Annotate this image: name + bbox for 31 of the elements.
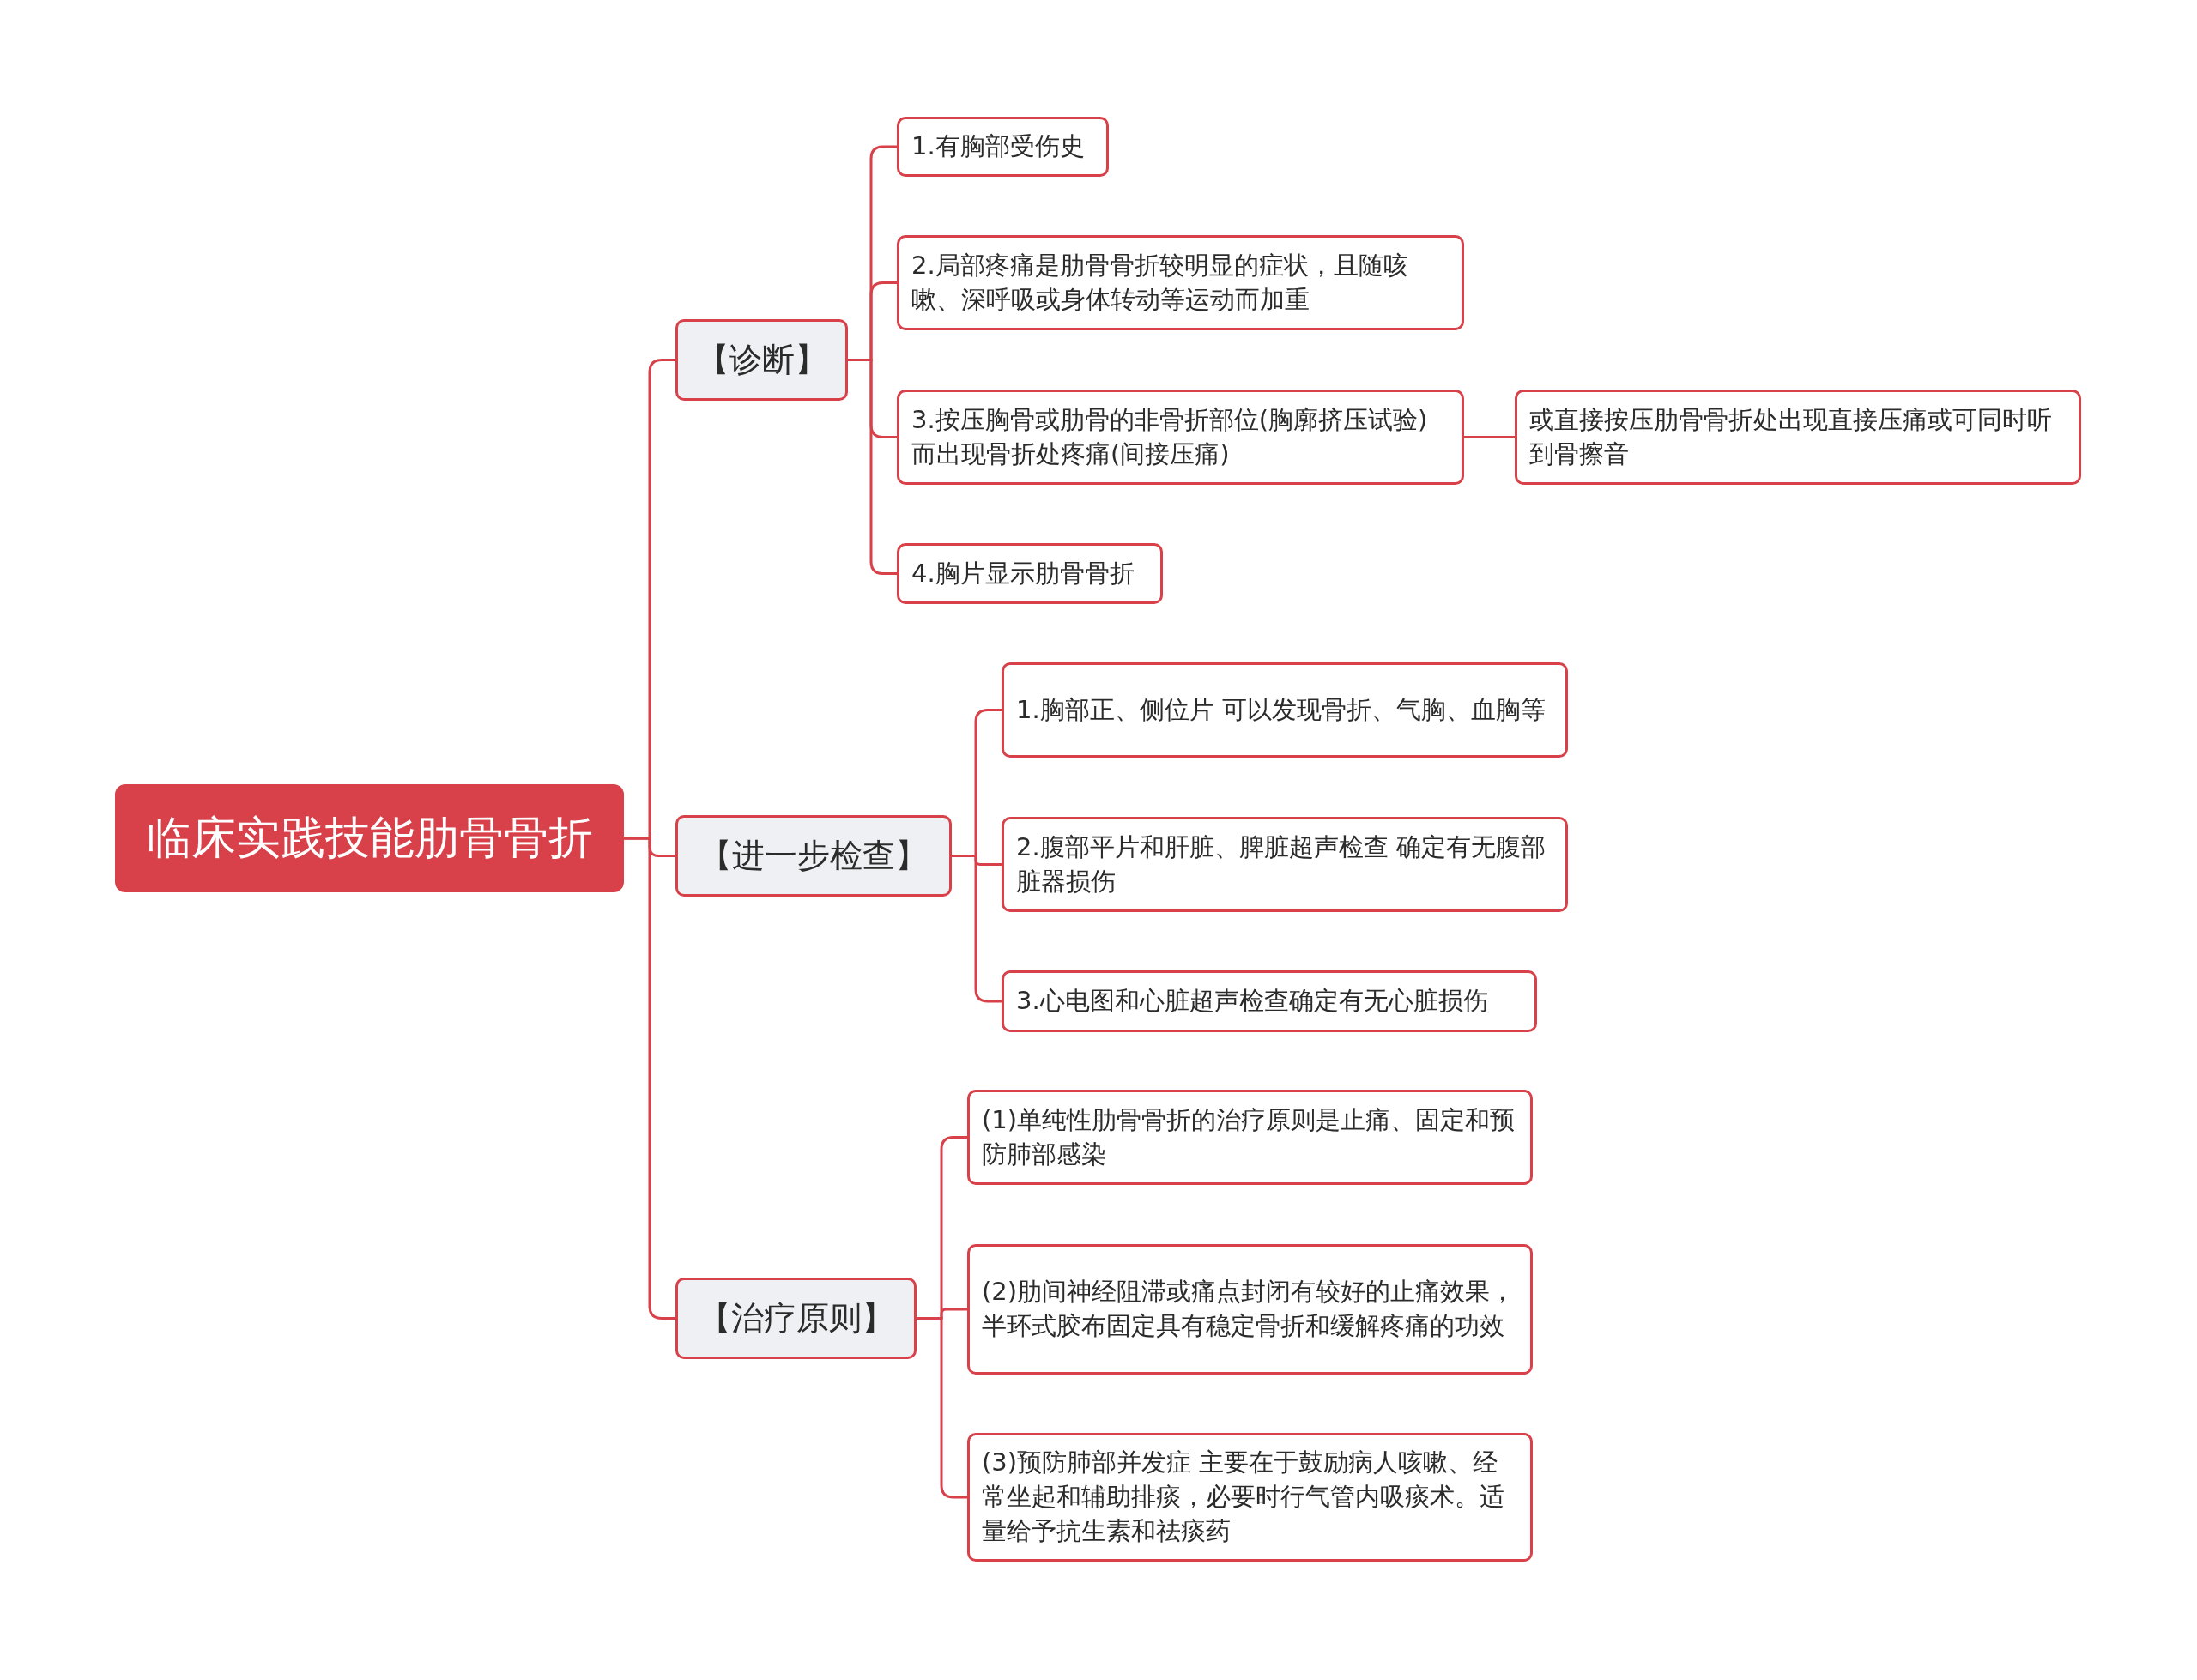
topic-text: 【治疗原则】 — [698, 1298, 894, 1339]
subtopic-box — [967, 1433, 1533, 1562]
root-topic-box — [115, 784, 624, 892]
topic-text: (3)预防肺部并发症 主要在于鼓励病人咳嗽、经常坐起和辅助排痰，必要时行气管内吸痰术。适量给予抗生素和祛痰药 — [982, 1447, 1505, 1547]
topic-text: 【诊断】 — [696, 340, 827, 381]
subtopic-box — [897, 117, 1109, 177]
subtopic-box — [897, 390, 1464, 485]
subtopic-box — [1515, 390, 2081, 485]
branch-topic-box — [675, 815, 952, 897]
topic-text: 1.有胸部受伤史 — [911, 130, 1085, 163]
topic-text: 2.局部疼痛是肋骨骨折较明显的症状，且随咳嗽、深呼吸或身体转动等运动而加重 — [911, 249, 1409, 316]
subtopic-box — [967, 1090, 1533, 1185]
branch-topic-box — [675, 319, 848, 401]
connector-line — [1464, 436, 1515, 438]
topic-text: 3.按压胸骨或肋骨的非骨折部位(胸廓挤压试验)而出现骨折处疼痛(间接压痛) — [911, 403, 1429, 470]
branch-topic-box — [675, 1278, 917, 1359]
topic-text: 临床实践技能肋骨骨折 — [146, 811, 593, 866]
topic-text: (1)单纯性肋骨骨折的治疗原则是止痛、固定和预防肺部感染 — [982, 1103, 1516, 1170]
topic-text: 1.胸部正、侧位片 可以发现骨折、气胸、血胸等 — [1016, 693, 1546, 726]
topic-text: 4.胸片显示肋骨骨折 — [911, 557, 1135, 589]
subtopic-box — [1002, 817, 1568, 912]
topic-text: 2.腹部平片和肝脏、脾脏超声检查 确定有无腹部脏器损伤 — [1016, 831, 1546, 897]
subtopic-box — [1002, 970, 1537, 1032]
subtopic-box — [967, 1244, 1533, 1375]
subtopic-box — [897, 543, 1163, 604]
subtopic-box — [1002, 662, 1568, 758]
topic-text: 3.心电图和心脏超声检查确定有无心脏损伤 — [1016, 985, 1488, 1018]
topic-text: 【进一步检查】 — [699, 836, 928, 877]
topic-text: 或直接按压肋骨骨折处出现直接压痛或可同时听到骨擦音 — [1529, 403, 2053, 470]
subtopic-box — [897, 235, 1464, 330]
topic-text: (2)肋间神经阻滞或痛点封闭有较好的止痛效果，半环式胶布固定具有稳定骨折和缓解疼痛的功效 — [982, 1276, 1516, 1342]
